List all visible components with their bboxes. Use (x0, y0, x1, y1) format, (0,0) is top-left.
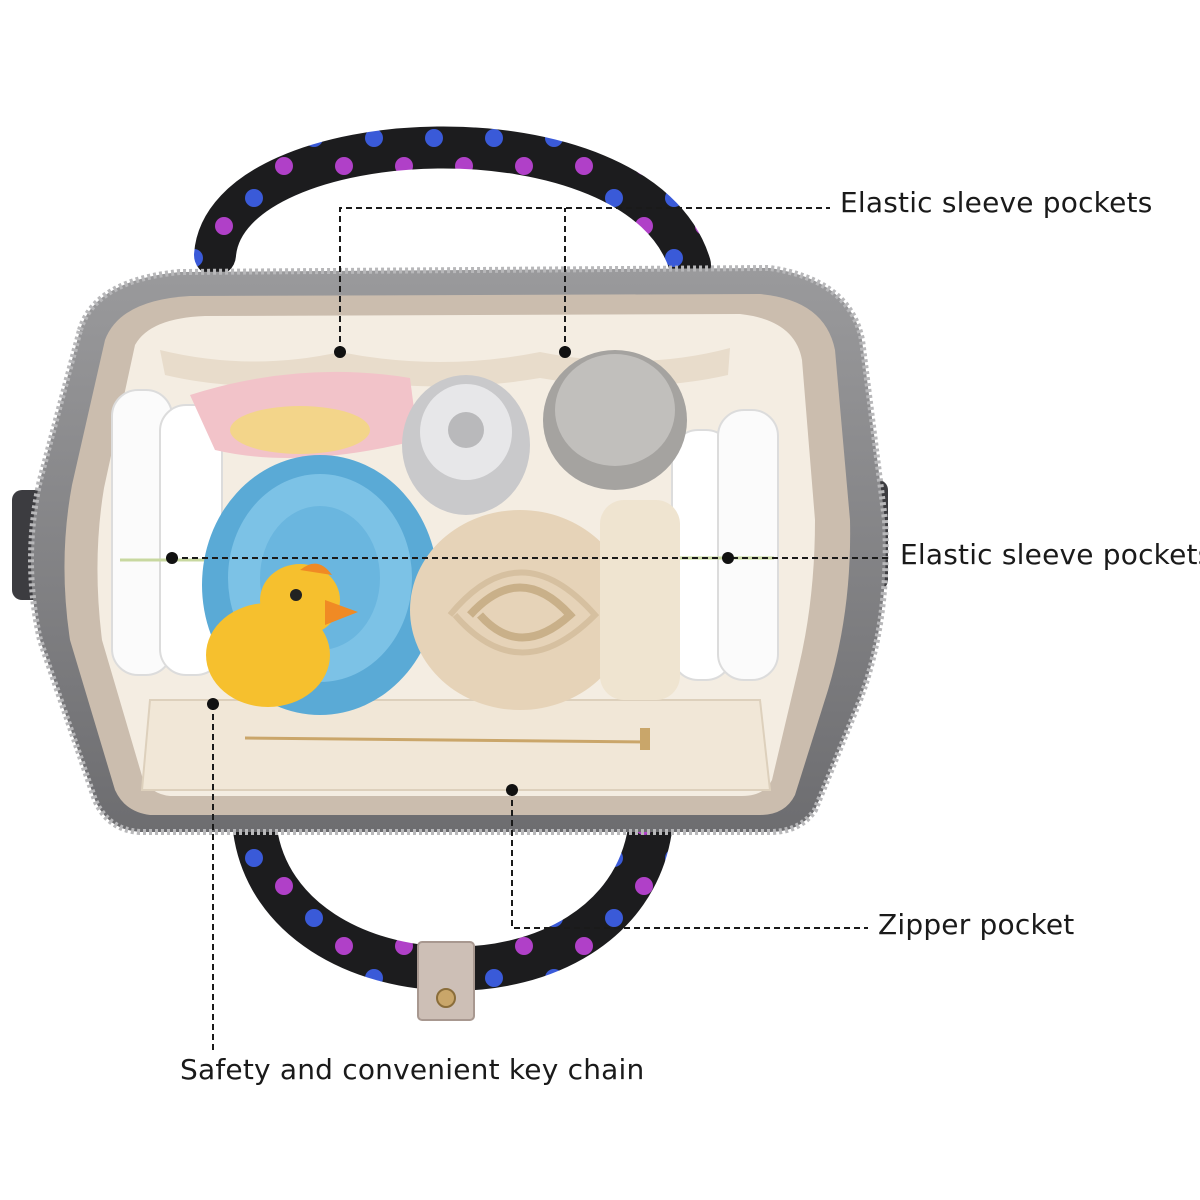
elastic-sleeve-pockets-top-label: Elastic sleeve pockets (840, 186, 1153, 219)
callout-dots (166, 346, 734, 796)
top-handle (194, 126, 711, 286)
dot-elastic-mid-right (722, 552, 734, 564)
white-towel (600, 500, 680, 700)
duck-toy (206, 563, 358, 707)
dot-elastic-top-left (334, 346, 346, 358)
zipper-pull (640, 728, 650, 750)
elastic-sleeve-pockets-middle-label: Elastic sleeve pockets (900, 538, 1200, 571)
dot-keychain (207, 698, 219, 710)
guide-zipper (511, 790, 868, 929)
keychain-snap (436, 988, 456, 1008)
dot-elastic-mid-left (166, 552, 178, 564)
bottom-handle (233, 808, 672, 1021)
keychain-tab (417, 941, 475, 1021)
callout-guides (172, 207, 892, 1050)
dot-elastic-top-right (559, 346, 571, 358)
guide-elastic-top (339, 207, 830, 352)
zipper-pocket-label: Zipper pocket (878, 908, 1075, 941)
dot-zipper (506, 784, 518, 796)
rolled-towel (410, 510, 630, 710)
key-chain-label: Safety and convenient key chain (180, 1053, 645, 1086)
